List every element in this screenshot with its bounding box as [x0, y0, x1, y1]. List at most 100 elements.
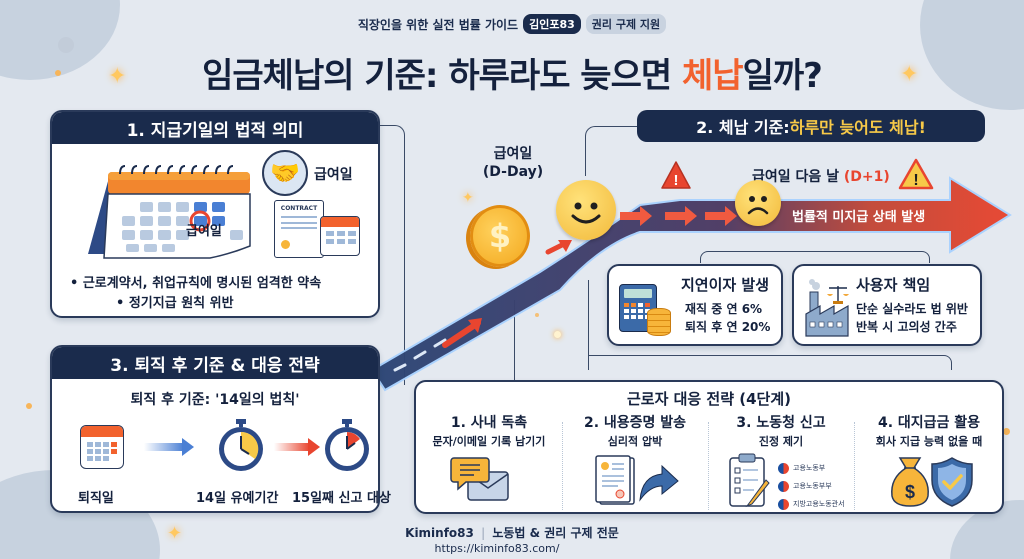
contract-document-icon: CONTRACT	[274, 200, 324, 258]
decor-dot	[554, 331, 561, 338]
section3-subtitle: 퇴직 후 기준: '14일의 법칙'	[130, 392, 300, 408]
agency-list: 고용노동부 고용노동부부 지방고용노동관서	[778, 460, 845, 512]
message-mail-icon	[450, 457, 509, 501]
connector-line	[700, 251, 930, 263]
footer: Kiminfo83 | 노동법 & 권리 구제 전문 https://kimin…	[0, 524, 1024, 555]
connector-line	[514, 300, 515, 380]
step-title: 2. 내용증명 발송	[583, 415, 687, 431]
section1-title: 1. 지급기일의 법적 의미	[52, 112, 378, 144]
step-title: 3. 노동청 신고	[736, 415, 826, 431]
strategy-step-2: 2. 내용증명 발송 심리적 압박	[562, 412, 708, 449]
sparkle-icon: ✦	[108, 64, 127, 89]
document-send-icon	[595, 455, 679, 505]
arrow-status-text: 법률적 미지급 상태 발생	[792, 210, 926, 225]
decor-dot	[55, 70, 61, 76]
calendar-icon	[80, 425, 124, 469]
step-label: 15일째 신고 대상	[292, 491, 391, 506]
divider	[562, 422, 563, 510]
section2-title: 2. 체납 기준: 하루만 늦어도 체납!	[637, 110, 985, 142]
sparkle-icon: ✦	[167, 523, 183, 544]
stopwatch-icon	[219, 419, 263, 471]
step-label: 14일 유예기간	[196, 491, 279, 506]
card-title: 사용자 책임	[856, 276, 931, 294]
bg-blob-top-left-small	[58, 37, 74, 53]
clipboard-icon	[729, 453, 770, 508]
step-desc: 심리적 압박	[607, 435, 663, 448]
connector-line	[585, 126, 640, 176]
strategy-card: 근로자 대응 전략 (4단계) 1. 사내 독촉 문자/이메일 기록 남기기 2…	[414, 380, 1004, 514]
card-line: 퇴직 후 연 20%	[685, 320, 771, 334]
strategy-step-3: 3. 노동청 신고 진정 제기	[708, 412, 854, 449]
sparkle-icon: ✦	[462, 190, 474, 206]
connector-line	[380, 125, 405, 385]
page-title: 임금체납의 기준: 하루라도 늦으면 체납일까?	[202, 56, 823, 96]
arrow-right-blue-icon	[144, 443, 184, 451]
warning-red-icon: !	[661, 161, 691, 189]
footer-brand-row: Kiminfo83 | 노동법 & 권리 구제 전문	[405, 526, 619, 540]
decor-dot	[26, 403, 32, 409]
footer-brand: Kiminfo83	[405, 526, 474, 540]
step-title: 1. 사내 독촉	[450, 415, 528, 431]
agency-item: 지방고용노동관서	[778, 496, 845, 512]
arrow-head	[308, 438, 320, 456]
gov-emblem-icon	[778, 498, 789, 510]
divider	[854, 422, 855, 510]
connector-line	[588, 355, 952, 370]
arrow-head	[182, 438, 194, 456]
section3-card: 3. 퇴직 후 기준 & 대응 전략 퇴직 후 기준: '14일의 법칙' 퇴직…	[50, 345, 391, 513]
svg-text:!: !	[913, 172, 918, 189]
gov-emblem-icon	[778, 462, 789, 474]
header-subtitle-row: 직장인을 위한 실전 법률 가이드 김인포83 권리 구제 지원	[0, 14, 1024, 34]
section1-bullet: • 근로계약서, 취업규칙에 명시된 엄격한 약속	[70, 276, 322, 291]
employer-liability-card: 사용자 책임 단순 실수라도 법 위반 반복 시 고의성 간주	[792, 264, 982, 346]
delay-interest-card: 지연이자 발생 재직 중 연 6% 퇴직 후 연 20%	[607, 264, 783, 346]
card-line: 반복 시 고의성 간주	[856, 320, 957, 334]
dplus-label: 급여일 다음 날 (D+1)	[752, 169, 890, 185]
sparkle-icon: ✦	[900, 62, 919, 87]
decor-dot	[1003, 428, 1010, 435]
footer-url[interactable]: https://kiminfo83.com/	[434, 542, 560, 555]
strategy-title: 근로자 대응 전략 (4단계)	[626, 390, 791, 408]
divider	[708, 422, 709, 510]
svg-text:!: !	[674, 172, 679, 189]
agency-item: 고용노동부	[778, 460, 845, 476]
small-calendar-icon	[320, 216, 360, 256]
gov-emblem-icon	[778, 480, 789, 492]
contract-payday-label: 급여일	[314, 167, 353, 183]
moneybag-shield-icon: $	[891, 457, 973, 507]
agency-item: 고용노동부부	[778, 478, 845, 494]
card-line: 재직 중 연 6%	[685, 302, 763, 316]
strategy-step-1: 1. 사내 독촉 문자/이메일 기록 남기기	[416, 412, 562, 449]
step-desc: 문자/이메일 기록 남기기	[432, 435, 546, 448]
card-title: 지연이자 발생	[681, 276, 770, 294]
warning-yellow-icon: !	[898, 158, 934, 190]
step-title: 4. 대지급금 활용	[877, 415, 981, 431]
section3-title: 3. 퇴직 후 기준 & 대응 전략	[52, 347, 378, 379]
step-desc: 진정 제기	[758, 435, 804, 448]
connector-line	[588, 280, 589, 355]
dday-label: 급여일 (D-Day)	[482, 146, 544, 180]
coin-stack-icon	[647, 308, 671, 336]
strategy-step-4: 4. 대지급금 활용 회사 지급 능력 없을 때	[854, 412, 1004, 449]
step-desc: 회사 지급 능력 없을 때	[875, 435, 983, 448]
stopwatch-alert-icon	[325, 419, 369, 471]
decor-dot	[535, 313, 539, 317]
author-badge: 김인포83	[523, 14, 581, 34]
arrow-right-red-icon	[274, 443, 310, 451]
svg-text:$: $	[905, 482, 915, 502]
section1-card: 1. 지급기일의 법적 의미 급여일 🤝 급여일 CONTRACT • 근로계약…	[50, 110, 380, 318]
card-line: 단순 실수라도 법 위반	[856, 302, 968, 316]
calendar-payday-label: 급여일	[186, 224, 222, 239]
sad-face-icon	[735, 180, 781, 226]
support-badge: 권리 구제 지원	[585, 14, 667, 34]
coin-dollar-icon: $	[470, 205, 530, 267]
calendar-icon	[88, 165, 251, 259]
footer-tagline: 노동법 & 권리 구제 전문	[492, 526, 619, 540]
step-label: 퇴직일	[78, 491, 114, 506]
factory-scales-icon	[805, 279, 849, 337]
handshake-icon: 🤝	[262, 150, 308, 196]
section1-bullet: • 정기지급 원칙 위반	[116, 296, 234, 311]
happy-face-icon	[556, 180, 616, 240]
guide-subtitle: 직장인을 위한 실전 법률 가이드	[357, 17, 519, 32]
